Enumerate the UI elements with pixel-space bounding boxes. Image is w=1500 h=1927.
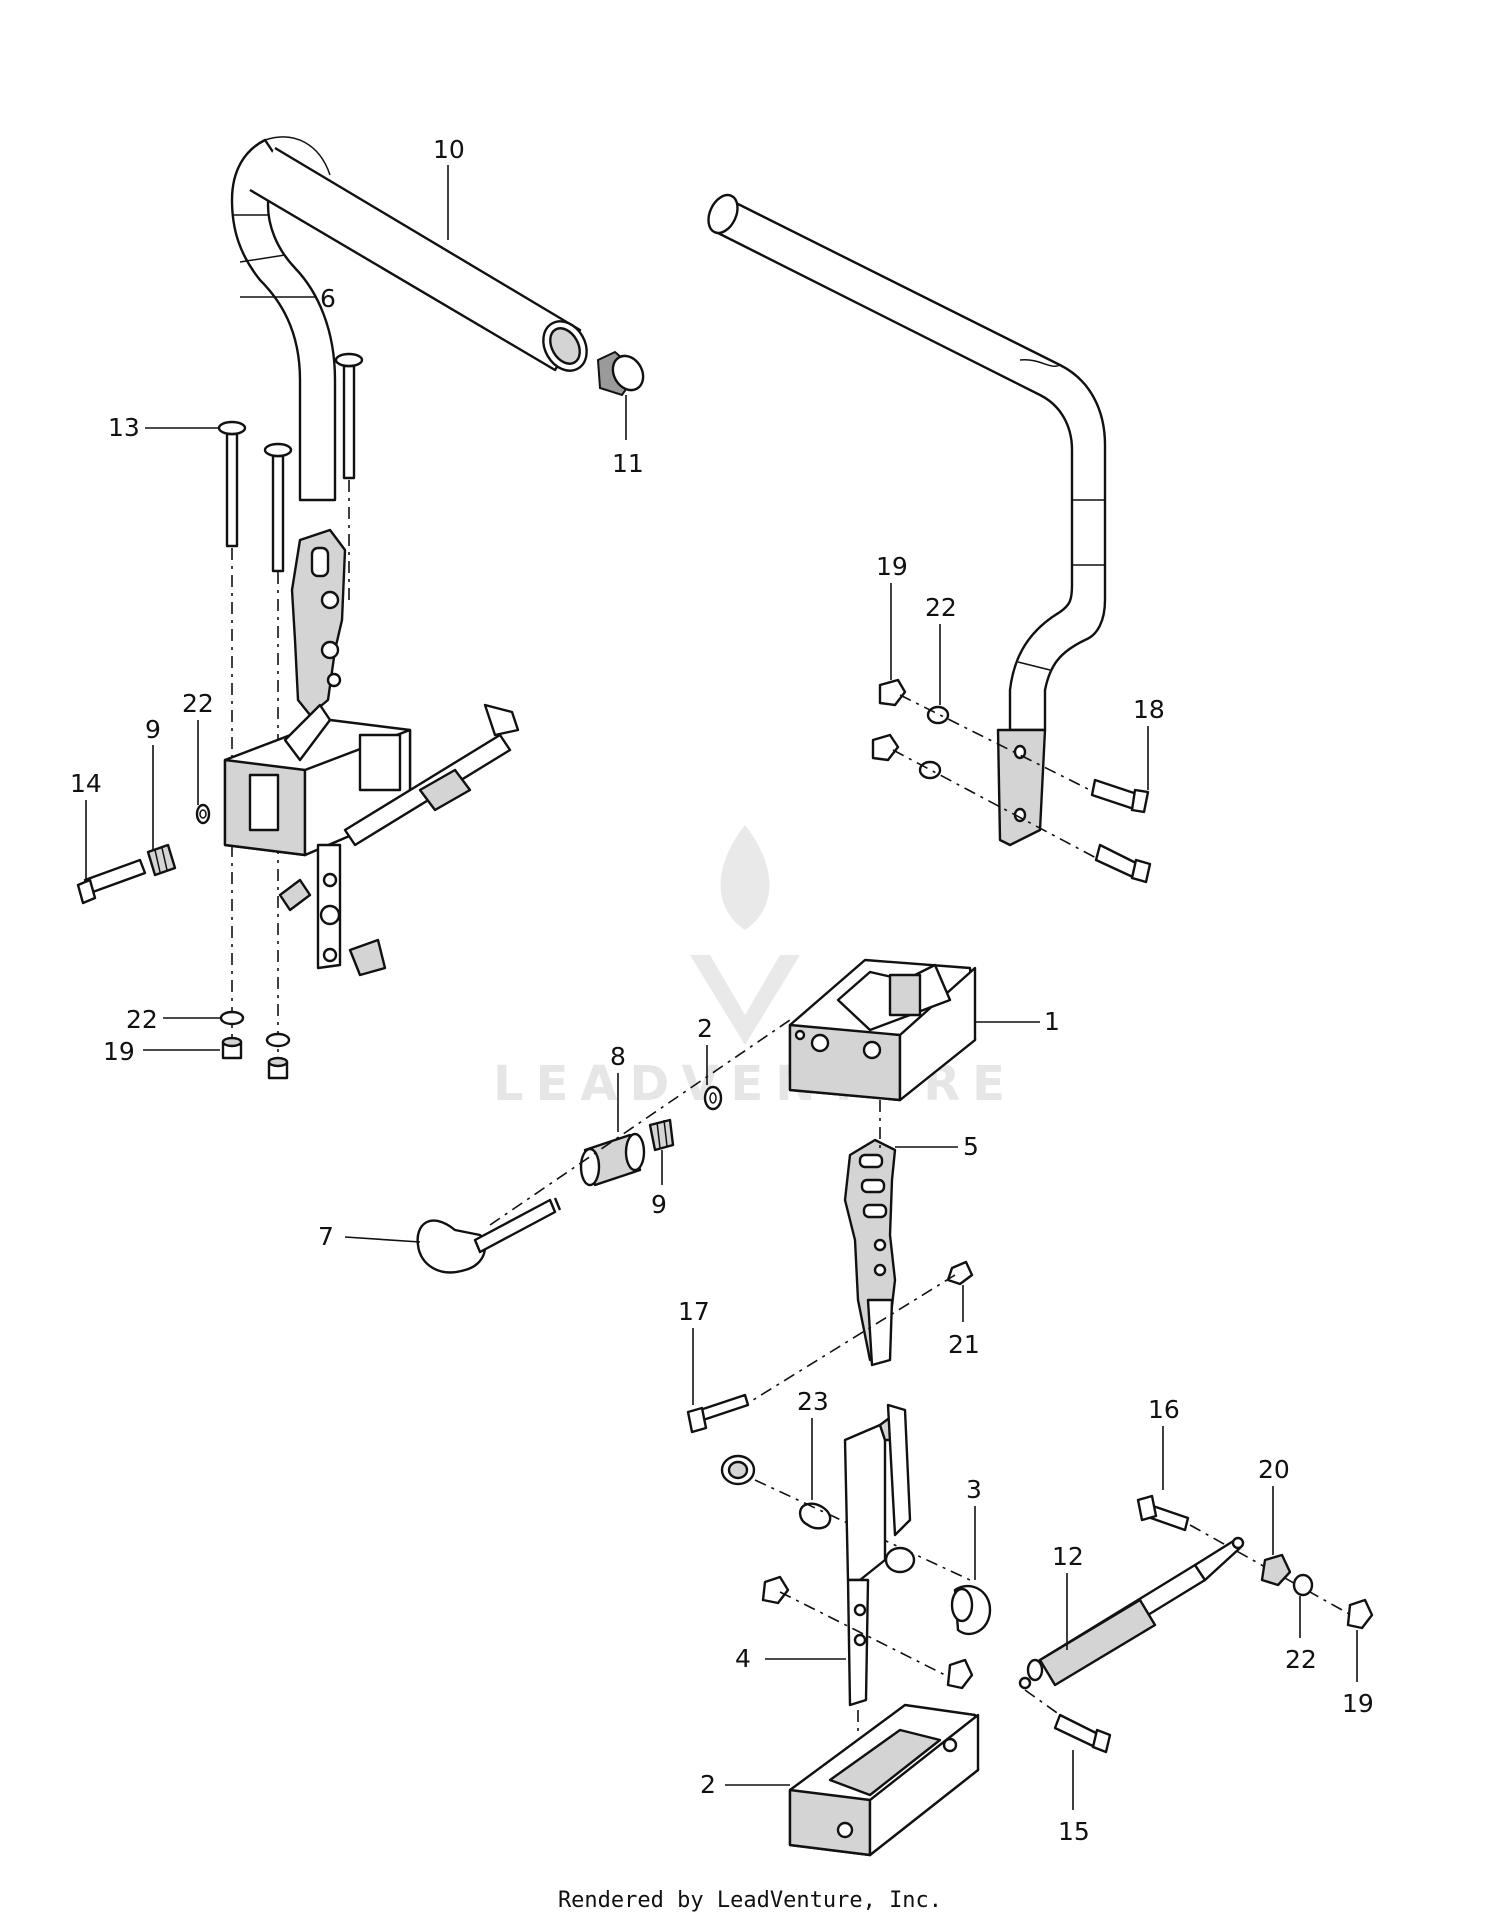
callout-22-d: 22: [1285, 1645, 1317, 1674]
knob-part-7: [416, 1197, 562, 1274]
callout-labels: 10 6 13 11 22 9 14 22 19 19 22 18 1 2 8 …: [70, 135, 1374, 1846]
lever-part-5: [843, 1100, 897, 1367]
carriage-bolts: [217, 352, 364, 573]
callout-20: 20: [1258, 1455, 1290, 1484]
callout-19-c: 19: [1342, 1689, 1374, 1718]
callout-15: 15: [1058, 1817, 1090, 1846]
callout-22-b: 22: [126, 1005, 158, 1034]
callout-19-b: 19: [876, 552, 908, 581]
end-plug: [596, 350, 645, 397]
left-bottom-hardware: [219, 1010, 291, 1080]
callout-9-a: 9: [145, 715, 161, 744]
callout-6: 6: [320, 284, 336, 313]
callout-7: 7: [318, 1222, 334, 1251]
right-handle-bar: [707, 193, 1107, 847]
callout-2-a: 2: [697, 1014, 713, 1043]
callout-19-a: 19: [103, 1037, 135, 1066]
damper-part-12-group: [1018, 1494, 1374, 1754]
callout-2-b: 2: [700, 1770, 716, 1799]
callout-22-c: 22: [925, 593, 957, 622]
callout-3: 3: [966, 1475, 982, 1504]
lever-part-4-group: [720, 1403, 992, 1735]
callout-18: 18: [1133, 695, 1165, 724]
right-hardware: [871, 678, 1152, 884]
callout-23: 23: [797, 1387, 829, 1416]
housing-part-1: [788, 958, 977, 1102]
callout-1: 1: [1044, 1007, 1060, 1036]
footer-credit: Rendered by LeadVenture, Inc.: [557, 1888, 943, 1913]
center-spacer-group: [489, 1019, 791, 1226]
callout-11: 11: [612, 449, 644, 478]
left-damper: [343, 703, 520, 847]
bolt-17-nut-21: [686, 1260, 974, 1434]
left-lower-lever: [278, 843, 387, 977]
callout-13: 13: [108, 413, 140, 442]
left-bolt-group: [76, 803, 211, 905]
callout-9-b: 9: [651, 1190, 667, 1219]
callout-21: 21: [948, 1330, 980, 1359]
callout-22-a: 22: [182, 689, 214, 718]
callout-14: 14: [70, 769, 102, 798]
left-lever-plate: [290, 528, 347, 717]
left-handle-bar: [230, 136, 588, 502]
callout-16: 16: [1148, 1395, 1180, 1424]
left-housing: [223, 703, 412, 857]
callout-5: 5: [963, 1132, 979, 1161]
base-part-2: [788, 1703, 980, 1857]
callout-4: 4: [735, 1644, 751, 1673]
callout-10: 10: [433, 135, 465, 164]
callout-17: 17: [678, 1297, 710, 1326]
callout-12: 12: [1052, 1542, 1084, 1571]
callout-8: 8: [610, 1042, 626, 1071]
